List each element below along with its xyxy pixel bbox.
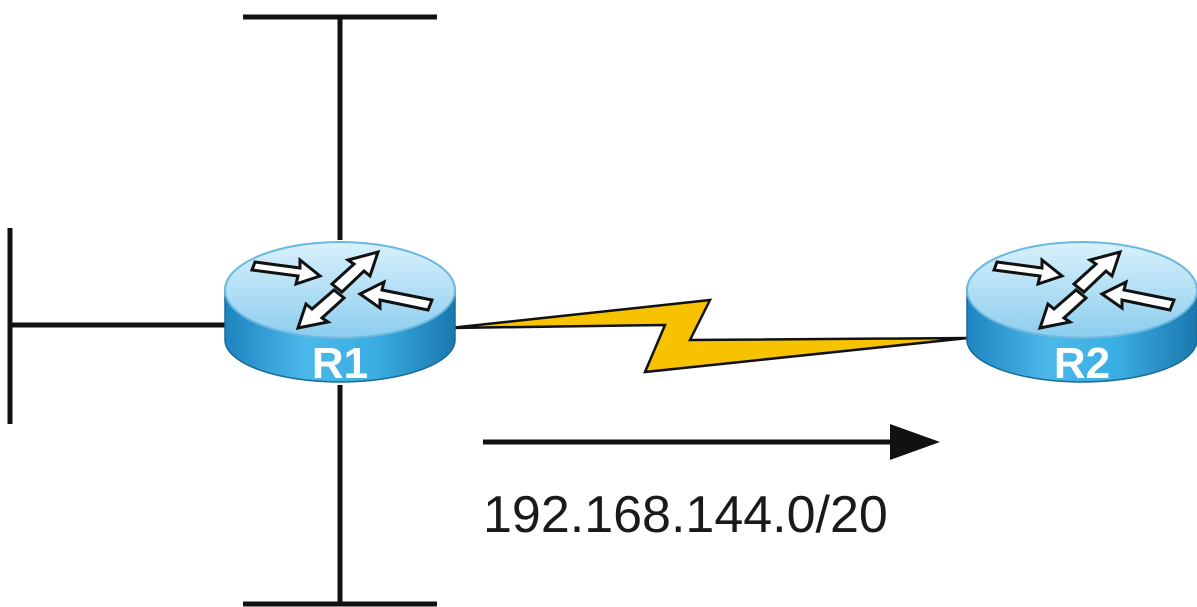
router-r2-label: R2	[1054, 339, 1110, 388]
router-r1[interactable]: R1	[224, 241, 456, 388]
lan-segments	[7, 14, 437, 607]
advertised-route-label: 192.168.144.0/20	[483, 486, 888, 544]
router-r1-label: R1	[312, 339, 368, 388]
serial-link-lightning	[449, 298, 969, 374]
arrow-right-icon	[483, 424, 940, 460]
router-r2[interactable]: R2	[966, 241, 1197, 388]
